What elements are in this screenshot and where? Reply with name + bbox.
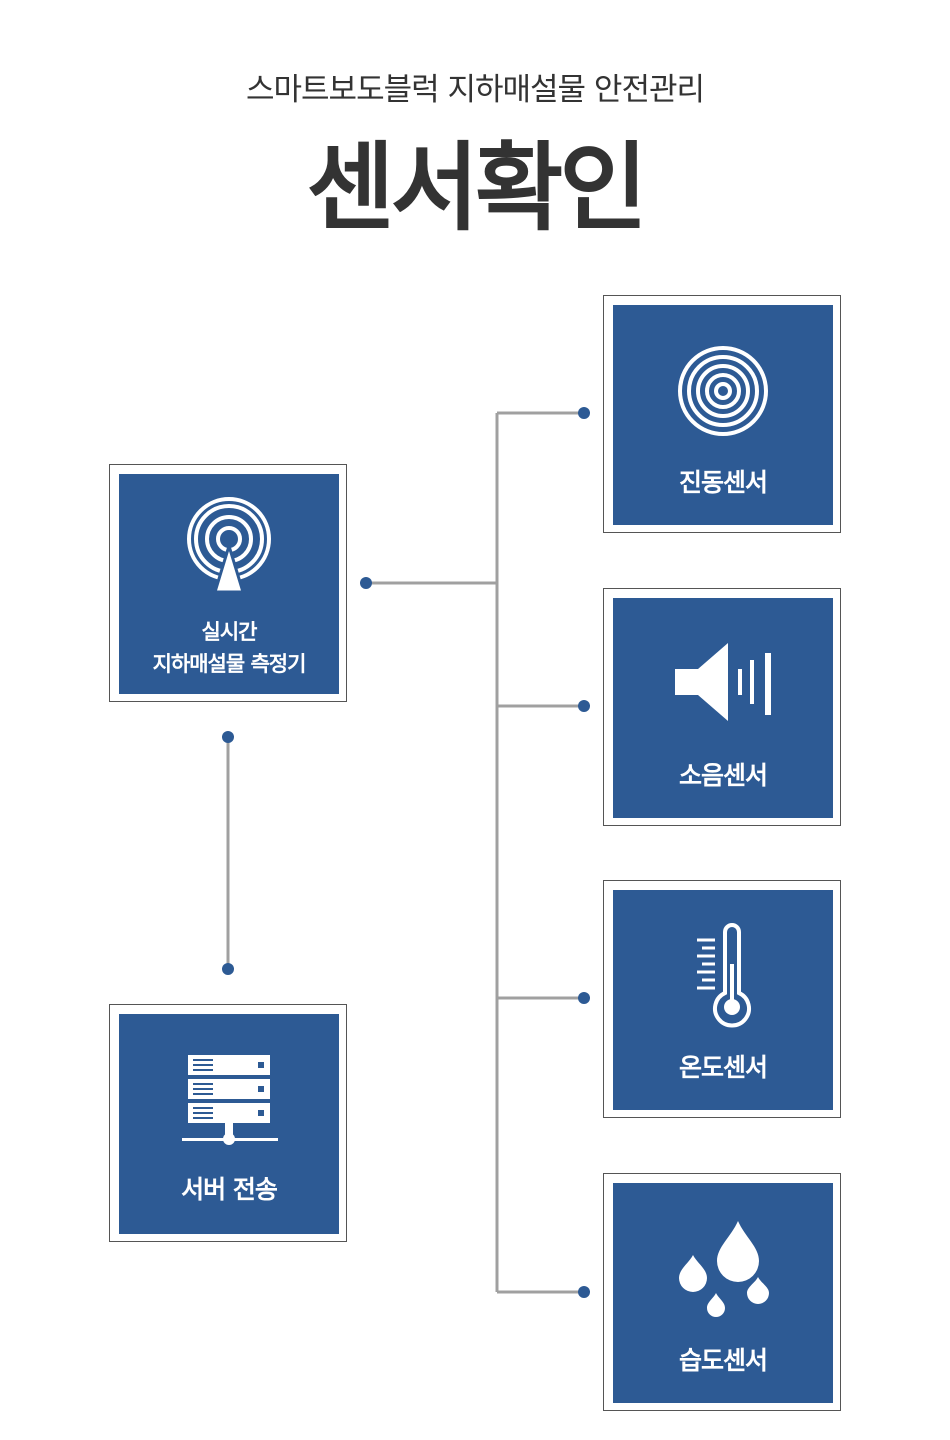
broadcast-antenna-icon [187,497,271,594]
connector-dot [578,700,590,712]
thermometer-icon [697,923,751,1028]
card-vibration: 진동센서 [603,295,841,533]
connector-dot [360,577,372,589]
water-drops-icon [679,1221,769,1317]
card-temperature-label: 온도센서 [678,1053,768,1082]
card-measure-line1: 실시간 [201,620,258,644]
card-server-inner: 서버 전송 [119,1014,339,1234]
card-noise: 소음센서 [603,588,841,826]
card-measure: 실시간 지하매설물 측정기 [109,464,347,702]
card-humidity-inner: 습도센서 [613,1183,833,1403]
connector-dot [222,963,234,975]
card-measure-label: 실시간 지하매설물 측정기 [119,616,339,680]
card-measure-inner: 실시간 지하매설물 측정기 [119,474,339,694]
card-temperature-inner: 온도센서 [613,890,833,1110]
connector-dot [578,1286,590,1298]
connector-dot [222,731,234,743]
page-title: 센서확인 [306,132,647,244]
card-vibration-inner: 진동센서 [613,305,833,525]
subtitle: 스마트보도블럭 지하매설물 안전관리 [245,72,705,108]
card-server-label: 서버 전송 [181,1175,278,1204]
card-humidity: 습도센서 [603,1173,841,1411]
card-noise-inner: 소음센서 [613,598,833,818]
card-server: 서버 전송 [109,1004,347,1242]
card-humidity-label: 습도센서 [678,1346,768,1375]
card-measure-line2: 지하매설물 측정기 [152,652,307,676]
connector-dot [578,407,590,419]
speaker-icon [675,643,771,721]
card-vibration-label: 진동센서 [678,468,768,497]
concentric-rings-icon [678,346,768,436]
card-noise-label: 소음센서 [678,761,768,790]
connector-dot [578,992,590,1004]
server-rack-icon [182,1055,278,1145]
card-temperature: 온도센서 [603,880,841,1118]
